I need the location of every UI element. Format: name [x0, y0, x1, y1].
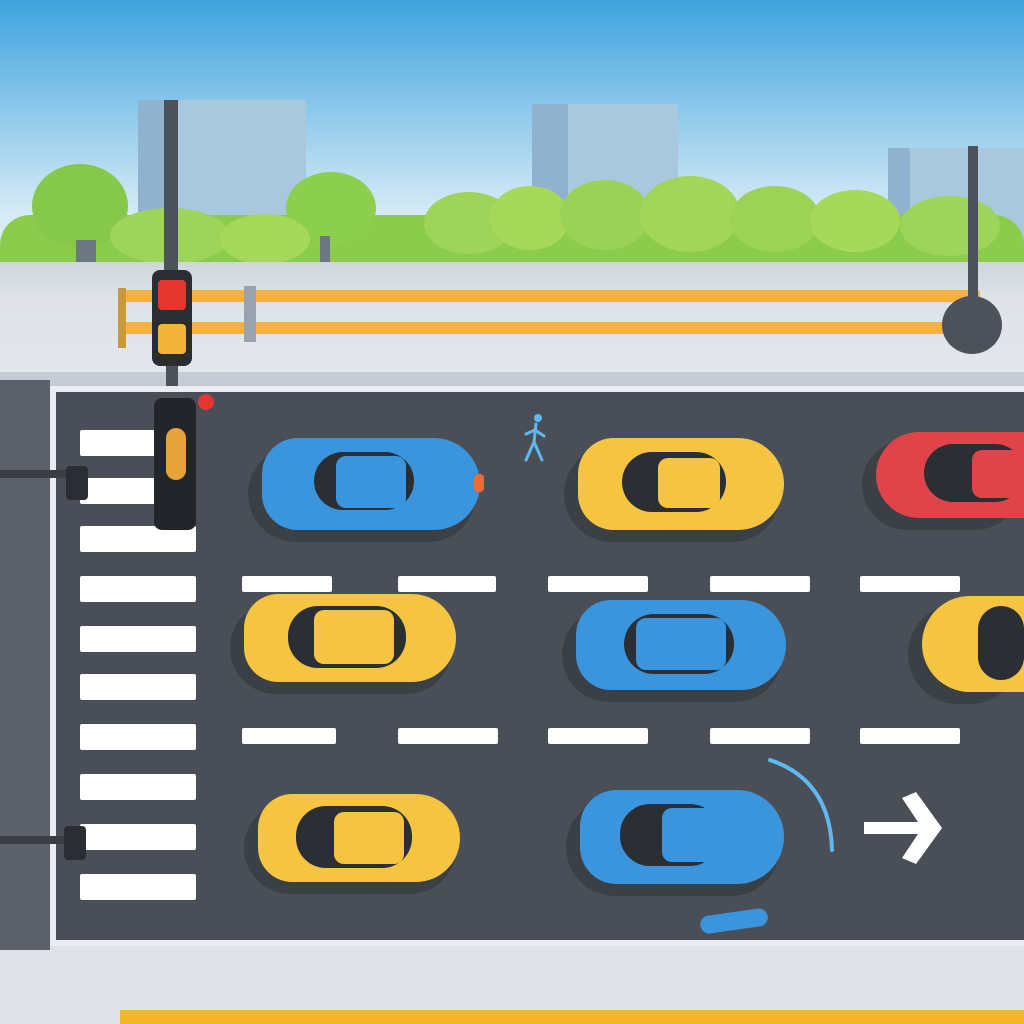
signal-amber-lamp: [158, 324, 186, 354]
crosswalk-stripe: [80, 774, 196, 800]
lane-marking: [548, 728, 648, 744]
crosswalk-stripe: [80, 724, 196, 750]
lane-marking: [398, 728, 498, 744]
tree: [490, 186, 570, 250]
tree-trunk: [320, 236, 330, 266]
side-signal-arm: [0, 836, 82, 844]
lane-marking: [860, 576, 960, 592]
tree: [220, 214, 310, 264]
crosswalk-stripe: [80, 824, 196, 850]
lane-marking: [398, 576, 496, 592]
tree: [730, 186, 820, 252]
barrier-post: [244, 286, 256, 342]
tree: [560, 180, 650, 250]
crosswalk-stripe: [80, 526, 196, 552]
crosswalk-stripe: [80, 576, 196, 602]
car-blue: [566, 790, 784, 896]
pedestrian-signal-icon: [154, 398, 196, 530]
crosswalk-stripe: [80, 674, 196, 700]
signal-red-lamp: [158, 280, 186, 310]
walking-pedestrian-icon: [524, 414, 546, 462]
road-border: [50, 386, 1024, 946]
tree: [640, 176, 740, 252]
tree: [810, 190, 900, 252]
signal-indicator: [198, 394, 214, 410]
lane-marking: [860, 728, 960, 744]
side-signal-head: [66, 466, 88, 500]
car-red: [862, 432, 1024, 530]
barrier-rail-lower: [122, 322, 980, 334]
lane-marking: [710, 576, 810, 592]
traffic-light-icon: [152, 270, 192, 366]
motion-arc: [768, 758, 834, 852]
car-blue: [562, 600, 786, 702]
car-yellow: [244, 794, 460, 894]
curb: [0, 372, 1024, 386]
barrier-weight: [942, 296, 1002, 354]
crosswalk-stripe: [80, 874, 196, 900]
side-signal-arm: [0, 470, 82, 478]
lane-marking: [548, 576, 648, 592]
light-pole-left: [164, 100, 178, 270]
car-yellow: [564, 438, 784, 542]
car-blue: [248, 438, 484, 542]
car-yellow: [230, 594, 456, 694]
car-yellow: [908, 596, 1024, 704]
barrier-post: [118, 288, 126, 348]
lane-marking: [710, 728, 810, 744]
right-arrow-icon: [864, 792, 942, 864]
crosswalk-stripe: [80, 626, 196, 652]
lane-marking: [242, 728, 336, 744]
tree-trunk: [76, 240, 96, 262]
light-pole-right: [968, 146, 978, 300]
side-signal-head: [64, 826, 86, 860]
tree: [900, 196, 1000, 256]
pedestrian-signal-lamp: [166, 428, 186, 480]
left-sidewalk: [0, 380, 50, 960]
barrier-rail-upper: [122, 290, 980, 302]
lane-marking: [242, 576, 332, 592]
curb-stripe: [120, 1010, 1024, 1024]
